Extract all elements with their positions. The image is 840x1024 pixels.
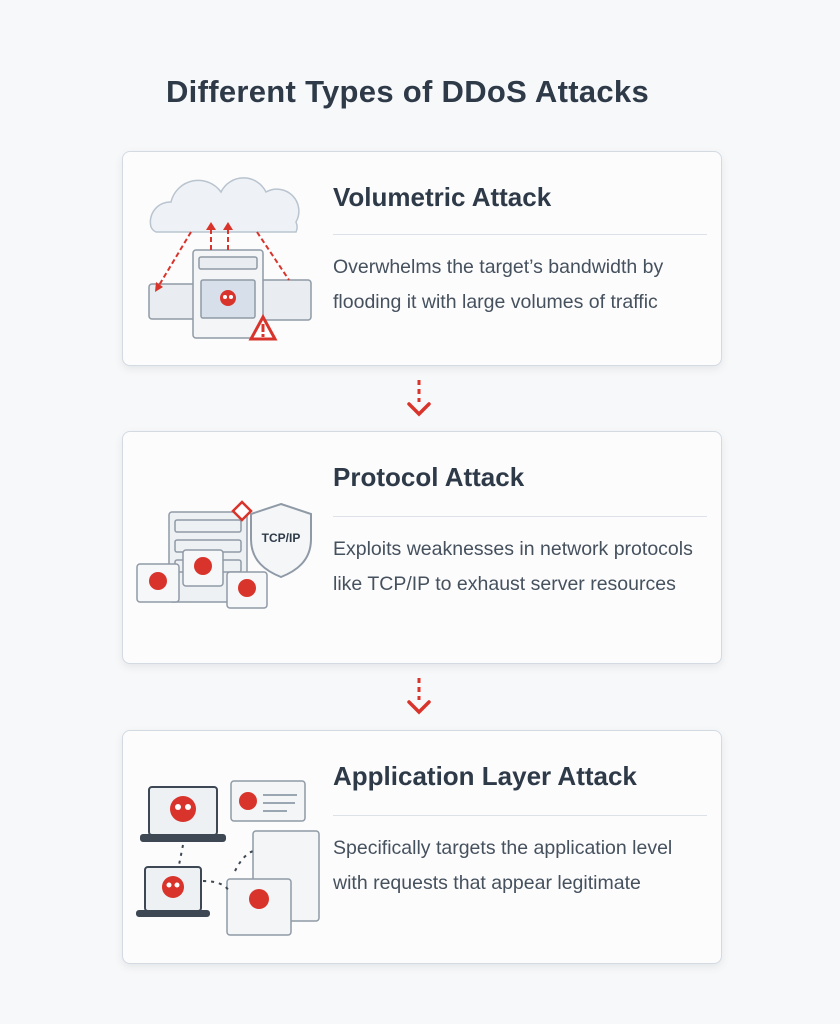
down-arrow-icon [407, 678, 431, 715]
card-title: Application Layer Attack [333, 761, 637, 791]
down-arrow-icon [407, 380, 431, 417]
card-application-layer-attack: Application Layer Attack Specifically ta… [122, 730, 722, 964]
divider [333, 234, 707, 235]
divider [333, 815, 707, 816]
cloud-server-flood-icon [148, 177, 312, 341]
card-description: Exploits weaknesses in network protocols… [333, 538, 693, 595]
card-title: Volumetric Attack [333, 182, 552, 212]
shield-label: TCP/IP [262, 531, 301, 545]
card-description: Specifically targets the application lev… [333, 837, 673, 894]
card-volumetric-attack: Volumetric Attack Overwhelms the target’… [122, 151, 722, 366]
page-title: Different Types of DDoS Attacks [166, 74, 649, 109]
infected-devices-icon [136, 780, 320, 936]
tcp-ip-shield-icon: TCP/IP [136, 500, 312, 609]
card-protocol-attack: TCP/IP Protocol Attack Exploits weakness… [122, 431, 722, 664]
divider [333, 516, 707, 517]
card-title: Protocol Attack [333, 462, 525, 492]
card-description: Overwhelms the target’s bandwidth by flo… [333, 256, 664, 313]
